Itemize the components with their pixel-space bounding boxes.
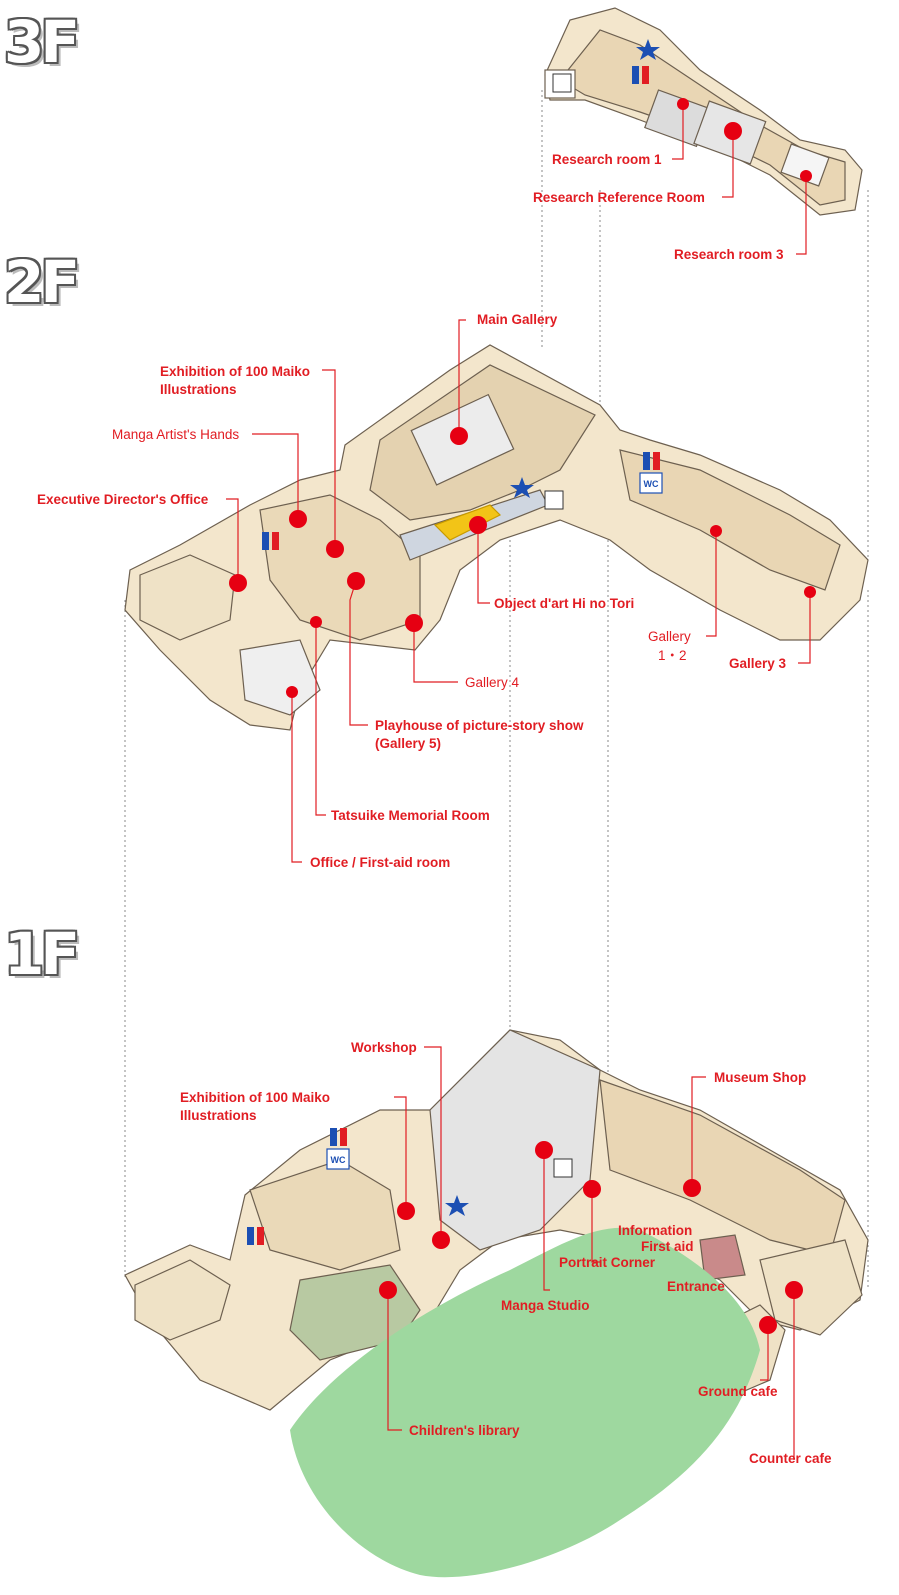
label-workshop[interactable]: Workshop	[351, 1040, 417, 1055]
marker-workshop	[432, 1231, 450, 1249]
marker-research-room-1	[677, 98, 689, 110]
label-object-dart[interactable]: Object d'art Hi no Tori	[494, 596, 635, 611]
marker-childrens-library	[379, 1281, 397, 1299]
marker-research-reference-room	[724, 122, 742, 140]
marker-1f-maiko	[397, 1202, 415, 1220]
label-portrait-corner[interactable]: Portrait Corner	[559, 1255, 656, 1270]
marker-2f-maiko	[326, 540, 344, 558]
label-main-gallery[interactable]: Main Gallery	[477, 312, 558, 327]
wc-icon-text: WC	[331, 1155, 346, 1165]
label-tatsuike-memorial-room[interactable]: Tatsuike Memorial Room	[331, 808, 490, 823]
label-counter-cafe[interactable]: Counter cafe	[749, 1451, 832, 1466]
wc-icon	[326, 472, 663, 1170]
restroom-icon	[247, 66, 660, 1245]
label-1f-maiko-line2[interactable]: Illustrations	[180, 1108, 257, 1123]
label-1f-maiko-line1[interactable]: Exhibition of 100 Maiko	[180, 1090, 331, 1105]
label-2f-maiko-line2[interactable]: Illustrations	[160, 382, 237, 397]
marker-counter-cafe	[785, 1281, 803, 1299]
label-entrance[interactable]: Entrance	[667, 1279, 725, 1294]
marker-exec-office	[229, 574, 247, 592]
floor-label-3f: 3F	[4, 8, 80, 76]
location-markers	[229, 98, 816, 1334]
elevator-icon	[544, 73, 573, 1178]
label-executive-directors-office[interactable]: Executive Director's Office	[37, 492, 209, 507]
marker-gallery-4	[405, 614, 423, 632]
marker-research-room-3	[800, 170, 812, 182]
label-manga-studio[interactable]: Manga Studio	[501, 1298, 590, 1313]
label-gallery-1-2-line2[interactable]: 1・2	[658, 648, 687, 663]
wc-icon-text: WC	[644, 479, 659, 489]
label-gallery-1-2-line1[interactable]: Gallery	[648, 629, 691, 644]
lawn-area	[290, 1227, 760, 1578]
star-icon-2f	[510, 477, 534, 498]
floor-label-2f: 2F	[4, 248, 80, 316]
marker-office	[286, 686, 298, 698]
marker-manga-studio	[535, 1141, 553, 1159]
label-office-first-aid[interactable]: Office / First-aid room	[310, 855, 451, 870]
leader-lines	[226, 104, 811, 1460]
label-information[interactable]: Information	[618, 1223, 693, 1238]
marker-museum-shop	[683, 1179, 701, 1197]
label-gallery-3[interactable]: Gallery 3	[729, 656, 787, 671]
label-first-aid[interactable]: First aid	[641, 1239, 694, 1254]
floor-2f-plan	[124, 344, 869, 731]
marker-gallery-1-2	[710, 525, 722, 537]
label-museum-shop[interactable]: Museum Shop	[714, 1070, 807, 1085]
floor-3f-plan	[544, 7, 863, 216]
star-icon-1f	[445, 1195, 469, 1216]
label-research-reference-room[interactable]: Research Reference Room	[533, 190, 705, 205]
marker-object-dart	[469, 516, 487, 534]
marker-ground-cafe	[759, 1316, 777, 1334]
marker-gallery-3	[804, 586, 816, 598]
label-2f-maiko-line1[interactable]: Exhibition of 100 Maiko	[160, 364, 311, 379]
marker-manga-artists-hands	[289, 510, 307, 528]
label-childrens-library[interactable]: Children's library	[409, 1423, 520, 1438]
floor-1f-plan	[124, 1029, 869, 1411]
label-manga-artists-hands[interactable]: Manga Artist's Hands	[112, 427, 240, 442]
star-icon	[445, 39, 660, 1216]
label-gallery-4[interactable]: Gallery 4	[465, 675, 520, 690]
marker-tatsuike	[310, 616, 322, 628]
label-playhouse-line1[interactable]: Playhouse of picture-story show	[375, 718, 584, 733]
label-playhouse-line2[interactable]: (Gallery 5)	[375, 736, 442, 751]
label-research-room-3[interactable]: Research room 3	[674, 247, 784, 262]
marker-main-gallery	[450, 427, 468, 445]
star-icon-3f	[636, 39, 660, 60]
floor-label-1f: 1F	[4, 920, 80, 988]
marker-portrait-corner	[583, 1180, 601, 1198]
label-ground-cafe[interactable]: Ground cafe	[698, 1384, 778, 1399]
label-research-room-1[interactable]: Research room 1	[552, 152, 662, 167]
alignment-guides	[124, 90, 869, 1290]
marker-playhouse	[347, 572, 365, 590]
